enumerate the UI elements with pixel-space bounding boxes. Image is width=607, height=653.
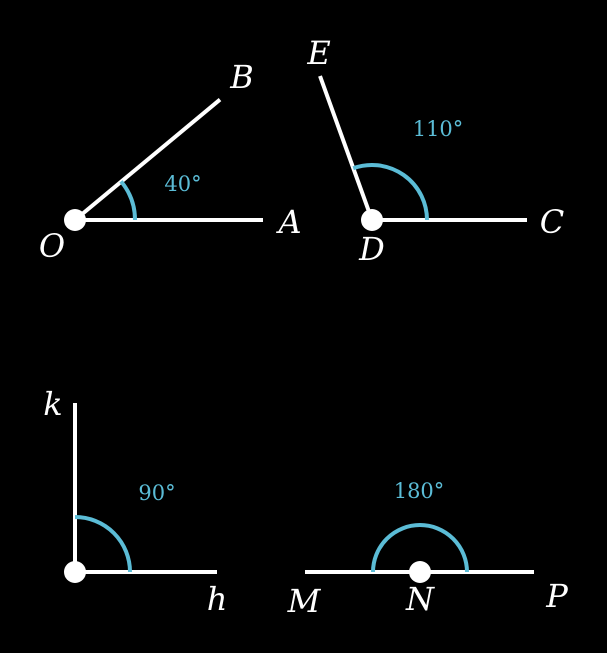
label-n: N: [405, 580, 435, 618]
label-a: A: [275, 203, 301, 241]
angle-mnp: M N P 180°: [287, 479, 569, 620]
vertex-n: [409, 561, 431, 583]
vertex-o: [64, 209, 86, 231]
label-k: k: [43, 385, 62, 423]
label-p: P: [545, 577, 568, 615]
ray-de: [318, 75, 374, 221]
measure-180: 180°: [394, 479, 445, 503]
angle-hk: h k 90°: [43, 385, 227, 618]
label-d: D: [358, 230, 385, 268]
angle-arc-110: [352, 163, 429, 221]
label-h: h: [207, 580, 228, 618]
measure-90: 90°: [138, 481, 175, 505]
ray-ob: [73, 98, 222, 222]
angle-arc-40: [119, 180, 138, 221]
measure-40: 40°: [164, 172, 201, 196]
label-m: M: [287, 582, 322, 620]
label-e: E: [306, 34, 330, 72]
angle-arc-180: [371, 523, 469, 573]
vertex-d: [361, 209, 383, 231]
measure-110: 110°: [413, 117, 464, 141]
label-b: B: [229, 58, 254, 96]
vertex-hk: [64, 561, 86, 583]
angle-cde: D C E 110°: [306, 34, 564, 268]
label-o: O: [39, 227, 65, 265]
label-c: C: [540, 203, 564, 241]
angle-aob: O A B 40°: [39, 58, 302, 265]
angle-arc-90: [74, 515, 132, 573]
